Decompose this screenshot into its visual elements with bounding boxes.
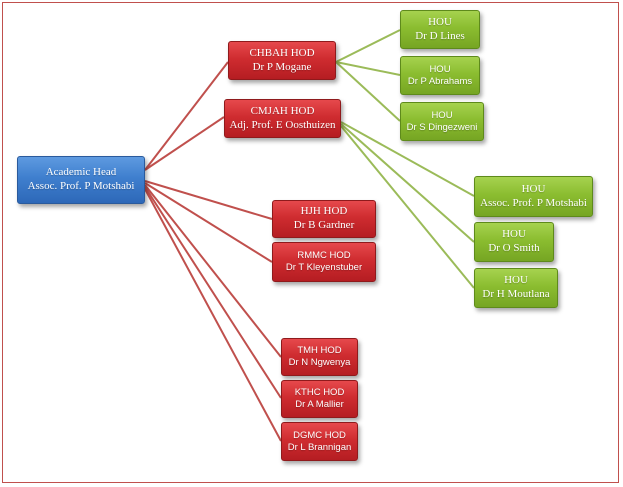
hod-title: DGMC HOD	[293, 429, 346, 441]
hod-title: HJH HOD	[300, 205, 348, 218]
link-root-tmh	[144, 184, 282, 358]
hou-name: Dr S Dingezweni	[406, 121, 478, 133]
hou-name: Dr D Lines	[415, 29, 465, 42]
hod-box-cmjah[interactable]: CMJAH HOD Adj. Prof. E Oosthuizen	[224, 99, 341, 138]
hod-name: Dr P Mogane	[252, 60, 312, 73]
hod-title: CHBAH HOD	[249, 46, 315, 59]
academic-head-name: Assoc. Prof. P Motshabi	[27, 180, 135, 192]
hou-title: HOU	[429, 63, 451, 75]
hod-box-chbah[interactable]: CHBAH HOD Dr P Mogane	[228, 41, 336, 80]
link-root-chbah	[144, 61, 229, 171]
hou-box-motshabi[interactable]: HOU Assoc. Prof. P Motshabi	[474, 176, 593, 217]
academic-head-title: Academic Head	[45, 166, 117, 179]
hod-title: TMH HOD	[297, 345, 342, 357]
hou-title: HOU	[502, 228, 526, 241]
hod-title: RMMC HOD	[297, 250, 351, 262]
hou-box-moutlana[interactable]: HOU Dr H Moutlana	[474, 268, 558, 308]
hod-box-dgmc[interactable]: DGMC HOD Dr L Brannigan	[281, 422, 358, 461]
link-chbah-hou1	[335, 29, 401, 63]
hod-box-rmmc[interactable]: RMMC HOD Dr T Kleyenstuber	[272, 242, 376, 282]
link-cmjah-hou2	[340, 123, 475, 243]
hou-title: HOU	[521, 182, 546, 195]
link-root-dgmc	[144, 188, 282, 442]
hou-box-dingezweni[interactable]: HOU Dr S Dingezweni	[400, 102, 484, 141]
hou-name: Dr H Moutlana	[482, 288, 550, 300]
hou-name: Dr P Abrahams	[407, 75, 473, 87]
hod-name: Dr B Gardner	[293, 219, 355, 231]
hod-name: Dr N Ngwenya	[288, 357, 351, 368]
hod-box-tmh[interactable]: TMH HOD Dr N Ngwenya	[281, 338, 358, 376]
hod-box-kthc[interactable]: KTHC HOD Dr A Mallier	[281, 380, 358, 418]
hod-title: CMJAH HOD	[250, 104, 315, 117]
hod-name: Adj. Prof. E Oosthuizen	[229, 118, 336, 131]
hou-name: Dr O Smith	[488, 242, 540, 254]
hod-name: Dr T Kleyenstuber	[285, 262, 363, 273]
hou-box-abrahams[interactable]: HOU Dr P Abrahams	[400, 56, 480, 95]
link-chbah-hou2	[335, 61, 401, 76]
link-root-cmjah	[144, 116, 225, 171]
hou-title: HOU	[504, 274, 528, 287]
link-root-hjh	[144, 180, 273, 220]
link-chbah-hou3	[335, 61, 401, 122]
link-cmjah-hou3	[340, 125, 475, 289]
hod-name: Dr A Mallier	[295, 399, 344, 410]
hod-box-hjh[interactable]: HJH HOD Dr B Gardner	[272, 200, 376, 238]
hou-name: Assoc. Prof. P Motshabi	[480, 196, 587, 209]
hod-name: Dr L Brannigan	[287, 441, 352, 453]
link-cmjah-hou1	[340, 121, 475, 197]
hod-title: KTHC HOD	[294, 387, 345, 399]
link-root-rmmc	[144, 182, 273, 263]
link-root-kthc	[144, 186, 282, 399]
hou-title: HOU	[431, 109, 453, 121]
hou-box-smith[interactable]: HOU Dr O Smith	[474, 222, 554, 262]
academic-head-box[interactable]: Academic Head Assoc. Prof. P Motshabi	[17, 156, 145, 204]
chart-frame	[2, 2, 619, 483]
hou-title: HOU	[428, 15, 452, 28]
hou-box-lines[interactable]: HOU Dr D Lines	[400, 10, 480, 49]
